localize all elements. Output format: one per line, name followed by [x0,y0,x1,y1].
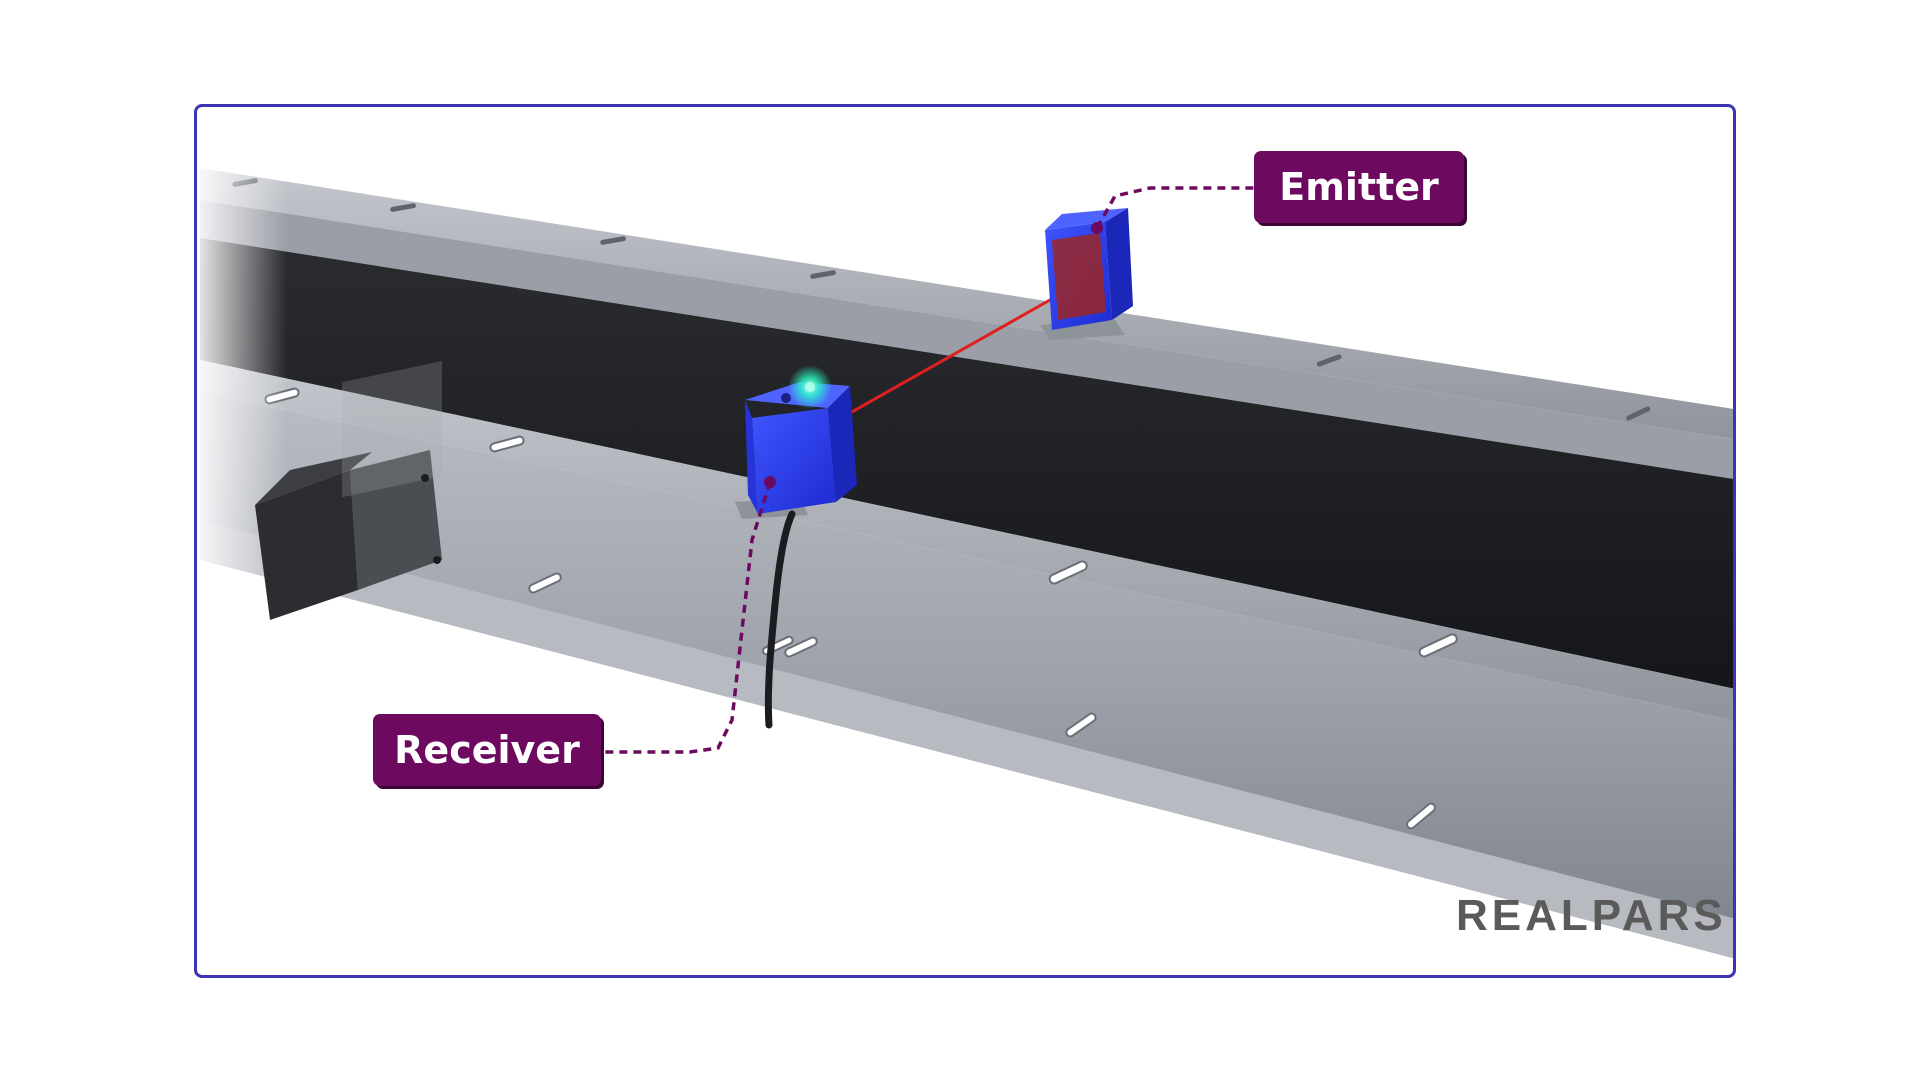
receiver-label: Receiver [373,714,601,786]
emitter-leader-line [1095,186,1254,229]
back-rail-face [200,200,1733,480]
front-rail-top [200,360,1733,722]
conveyor-belt [200,238,1733,690]
back-rail-top [200,168,1733,440]
front-rail-face [200,392,1733,960]
laser-beam [849,281,1081,415]
stepper-motor [255,361,442,620]
receiver-leader-line [602,481,772,754]
receiver-cable [764,510,796,729]
emitter-label: Emitter [1254,151,1464,223]
realpars-logo-text: REALPARS [1456,891,1727,938]
indicator-led [805,382,815,392]
emitter-sensor [1040,208,1133,340]
front-rail-flange [200,520,1733,960]
receiver-sensor [735,365,857,729]
realpars-logo: REALPARS [1456,891,1727,938]
